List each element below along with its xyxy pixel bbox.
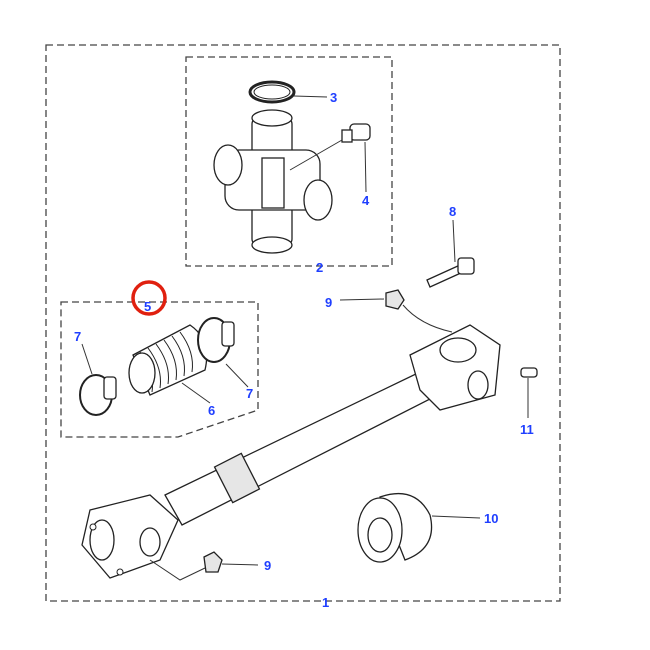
callout-10[interactable]: 10 xyxy=(484,511,498,526)
callout-7-right[interactable]: 7 xyxy=(246,386,253,401)
callout-6[interactable]: 6 xyxy=(208,403,215,418)
nut-part xyxy=(385,289,405,310)
callout-7-left[interactable]: 7 xyxy=(74,329,81,344)
callout-9-lower[interactable]: 9 xyxy=(264,558,271,573)
callout-4[interactable]: 4 xyxy=(362,193,370,208)
callout-8[interactable]: 8 xyxy=(449,204,456,219)
callout-11[interactable]: 11 xyxy=(520,422,534,437)
callout-1[interactable]: 1 xyxy=(322,595,329,610)
circlip-part xyxy=(248,80,296,104)
callout-2[interactable]: 2 xyxy=(316,260,323,275)
clip-part-right xyxy=(197,317,235,363)
grease-nipple-part-small xyxy=(520,367,538,378)
callout-5[interactable]: 5 xyxy=(144,299,151,314)
flange-part xyxy=(357,493,433,563)
universal-joint-part xyxy=(213,109,333,254)
gaiter-part xyxy=(128,324,208,396)
bolt-part xyxy=(426,257,475,288)
propeller-shaft-part xyxy=(81,324,501,579)
clip-part-left xyxy=(79,374,117,416)
universal-joint-kit-boundary xyxy=(185,56,393,267)
gaiter-kit-boundary xyxy=(60,301,259,438)
callout-3[interactable]: 3 xyxy=(330,90,337,105)
callout-9-upper[interactable]: 9 xyxy=(325,295,332,310)
highlight-circle xyxy=(131,280,167,316)
nut-part-lower xyxy=(203,551,223,573)
assembly-boundary xyxy=(45,44,561,602)
grease-nipple-part xyxy=(289,123,371,171)
